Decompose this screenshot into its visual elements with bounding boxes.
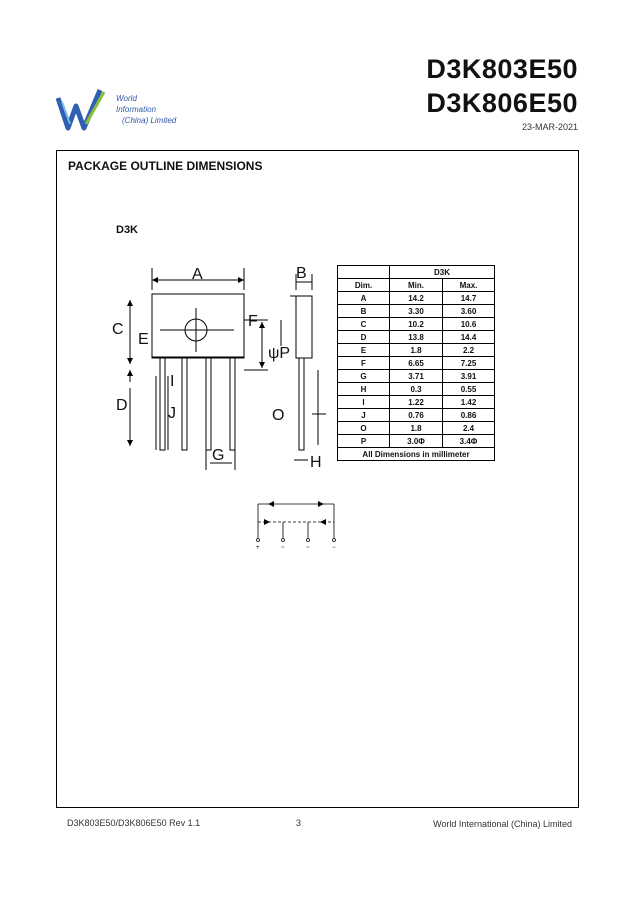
min-cell: 10.2 <box>389 317 443 331</box>
logo-text-2: Information <box>116 105 157 114</box>
pin-label-negative: − <box>332 545 336 550</box>
section-title: PACKAGE OUTLINE DIMENSIONS <box>68 159 263 173</box>
dim-cell: F <box>337 356 390 370</box>
min-cell: 6.65 <box>389 356 443 370</box>
logo-text-1: World <box>116 94 137 103</box>
dim-label-f: F <box>248 313 258 330</box>
dim-cell: P <box>337 434 390 448</box>
dim-label-p: ψP <box>268 345 290 362</box>
table-footer: All Dimensions in millimeter <box>337 447 495 461</box>
max-cell: 14.4 <box>442 330 495 344</box>
dim-cell: A <box>337 291 390 305</box>
max-cell: 3.4Φ <box>442 434 495 448</box>
max-cell: 0.55 <box>442 382 495 396</box>
table-footer-row: All Dimensions in millimeter <box>337 447 495 461</box>
max-cell: 3.60 <box>442 304 495 318</box>
dim-cell: G <box>337 369 390 383</box>
max-cell: 3.91 <box>442 369 495 383</box>
pin-label-ac1: ~ <box>281 545 285 550</box>
min-cell: 1.22 <box>389 395 443 409</box>
table-header-row: Dim. Min. Max. <box>337 278 495 292</box>
dim-label-h: H <box>310 454 322 470</box>
min-cell: 1.8 <box>389 421 443 435</box>
dim-label-d: D <box>116 397 128 414</box>
dim-label-b: B <box>296 265 307 282</box>
content-frame <box>56 150 579 808</box>
max-cell: 2.2 <box>442 343 495 357</box>
dim-cell: J <box>337 408 390 422</box>
bridge-schematic-diagram: + ~ ~ − <box>256 501 336 550</box>
dim-cell: C <box>337 317 390 331</box>
document-date: 23-MAR-2021 <box>521 122 578 132</box>
part-number-2: D3K806E50 <box>426 88 578 118</box>
dim-label-g: G <box>212 447 224 464</box>
dim-cell: D <box>337 330 390 344</box>
column-header: Min. <box>389 278 443 292</box>
min-cell: 0.3 <box>389 382 443 396</box>
package-outline-drawing: A B C E D F I J G ψP O H <box>112 265 326 470</box>
company-logo: World Information (China) Limited <box>55 84 196 136</box>
dim-cell: B <box>337 304 390 318</box>
table-package-header: D3K <box>389 265 495 279</box>
package-name: D3K <box>116 224 139 236</box>
max-cell: 14.7 <box>442 291 495 305</box>
dim-cell: E <box>337 343 390 357</box>
max-cell: 2.4 <box>442 421 495 435</box>
logo-text-3: (China) Limited <box>122 116 177 125</box>
dim-cell: H <box>337 382 390 396</box>
pin-label-ac2: ~ <box>306 545 310 550</box>
footer-doc-rev: D3K803E50/D3K806E50 Rev 1.1 <box>67 818 201 828</box>
min-cell: 3.0Φ <box>389 434 443 448</box>
pin-label-positive: + <box>256 545 260 550</box>
part-number-1: D3K803E50 <box>426 54 578 84</box>
footer-page-number: 3 <box>296 818 302 828</box>
dim-label-a: A <box>192 266 203 283</box>
dim-label-e: E <box>138 331 149 348</box>
max-cell: 10.6 <box>442 317 495 331</box>
min-cell: 3.30 <box>389 304 443 318</box>
max-cell: 0.86 <box>442 408 495 422</box>
min-cell: 3.71 <box>389 369 443 383</box>
dim-label-i: I <box>170 373 174 390</box>
min-cell: 0.76 <box>389 408 443 422</box>
logo-mark-icon <box>55 89 106 131</box>
dim-label-o: O <box>272 407 284 424</box>
max-cell: 1.42 <box>442 395 495 409</box>
max-cell: 7.25 <box>442 356 495 370</box>
table-header-package-row: D3K <box>337 265 495 279</box>
column-header: Dim. <box>337 278 390 292</box>
min-cell: 13.8 <box>389 330 443 344</box>
min-cell: 14.2 <box>389 291 443 305</box>
column-header: Max. <box>442 278 495 292</box>
footer-company: World International (China) Limited <box>433 819 572 829</box>
dim-cell: O <box>337 421 390 435</box>
dim-cell: I <box>337 395 390 409</box>
min-cell: 1.8 <box>389 343 443 357</box>
dim-label-c: C <box>112 321 124 338</box>
dim-label-j: J <box>168 405 176 422</box>
